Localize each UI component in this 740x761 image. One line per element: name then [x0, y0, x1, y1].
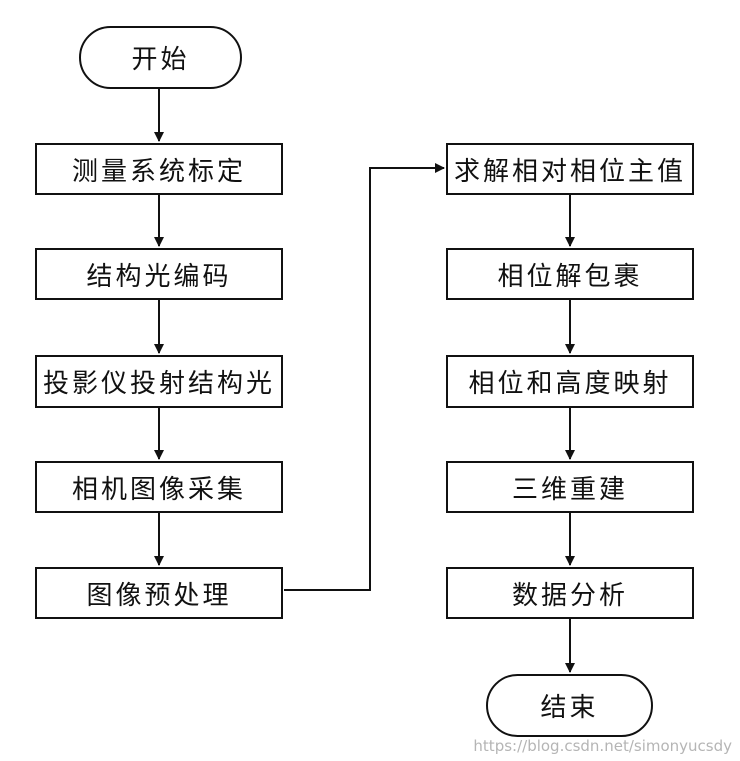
step-label: 数据分析 — [511, 580, 628, 611]
step-data-analysis: 数据分析 — [446, 567, 694, 619]
step-camera-capture: 相机图像采集 — [35, 461, 283, 513]
start-node: 开始 — [79, 26, 242, 89]
step-label: 相机图像采集 — [71, 474, 246, 505]
step-structured-light-encoding: 结构光编码 — [35, 248, 283, 300]
step-label: 结构光编码 — [86, 261, 232, 292]
step-label: 相位解包裹 — [497, 261, 643, 292]
step-3d-reconstruction: 三维重建 — [446, 461, 694, 513]
step-system-calibration: 测量系统标定 — [35, 143, 283, 195]
step-label: 测量系统标定 — [71, 156, 246, 187]
step-projector-projection: 投影仪投射结构光 — [35, 355, 283, 408]
end-node: 结束 — [486, 674, 653, 737]
step-label: 投影仪投射结构光 — [42, 369, 275, 399]
step-image-preprocessing: 图像预处理 — [35, 567, 283, 619]
step-phase-unwrapping: 相位解包裹 — [446, 248, 694, 300]
watermark-text: https://blog.csdn.net/simonyucsdy — [473, 737, 732, 755]
step-label: 三维重建 — [511, 474, 628, 505]
step-label: 求解相对相位主值 — [453, 156, 686, 187]
start-label: 开始 — [131, 45, 190, 75]
step-label: 相位和高度映射 — [468, 369, 672, 399]
step-label: 图像预处理 — [86, 580, 232, 611]
arrow-preprocess-to-phase-solve — [284, 163, 445, 591]
step-phase-height-mapping: 相位和高度映射 — [446, 355, 694, 408]
step-relative-phase-solve: 求解相对相位主值 — [446, 143, 694, 195]
end-label: 结束 — [540, 693, 599, 723]
